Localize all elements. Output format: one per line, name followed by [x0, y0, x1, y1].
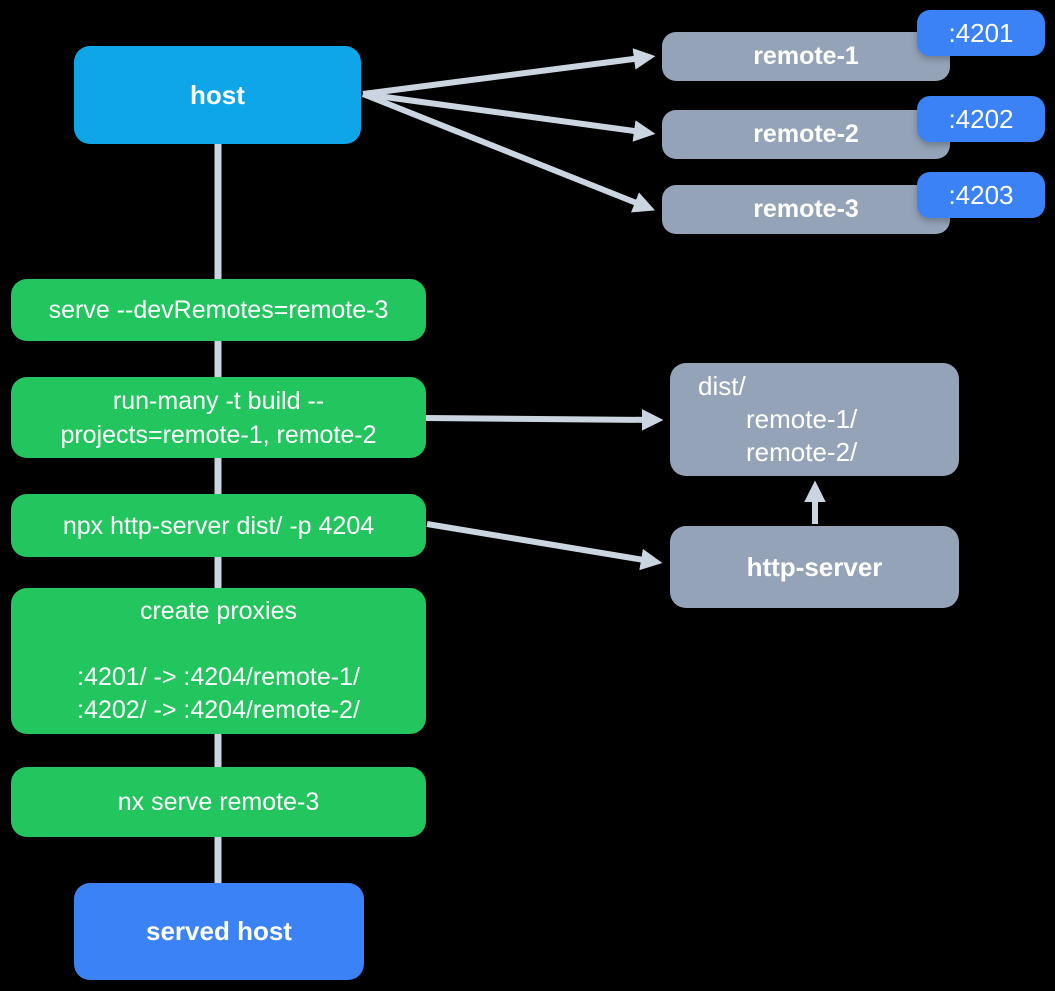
- dist-folder-node: dist/ remote-1/ remote-2/: [670, 363, 959, 476]
- command-line: projects=remote-1, remote-2: [60, 420, 377, 449]
- arrow-host-to-remote-3: [361, 91, 656, 213]
- step-npx-http-server-node: npx http-server dist/ -p 4204: [11, 494, 426, 557]
- remote-3-label: remote-3: [753, 195, 859, 223]
- command-line: npx http-server dist/ -p 4204: [62, 511, 375, 540]
- host-node: host: [74, 46, 361, 144]
- remote-2-node: remote-2: [662, 110, 950, 159]
- command-line: nx serve remote-3: [117, 788, 320, 816]
- remote-1-node: remote-1: [662, 32, 950, 81]
- served-host-node: served host: [74, 883, 364, 980]
- http-server-label: http-server: [746, 551, 883, 582]
- step-serve-dev-remotes-node: serve --devRemotes=remote-3: [11, 279, 426, 341]
- dist-line: dist/: [698, 371, 746, 401]
- arrow-npx-to-http-server: [426, 521, 663, 571]
- remote-2-label: remote-2: [753, 120, 859, 148]
- arrow-host-to-remote-1: [362, 48, 656, 97]
- host-label: host: [190, 79, 245, 110]
- command-line: :4202/ -> :4204/remote-2/: [77, 696, 360, 724]
- port-badge-4203: :4203: [917, 172, 1045, 218]
- command-line: :4201/ -> :4204/remote-1/: [77, 663, 360, 691]
- command-line: run-many -t build --: [112, 386, 325, 415]
- port-4202-label: :4202: [948, 103, 1014, 134]
- remote-1-label: remote-1: [753, 42, 859, 70]
- arrow-run-many-to-dist: [425, 409, 664, 431]
- remote-3-node: remote-3: [662, 185, 950, 234]
- command-line: serve --devRemotes=remote-3: [48, 296, 389, 324]
- arrow-host-to-remote-2: [362, 91, 656, 142]
- dist-line: remote-1/: [746, 404, 858, 434]
- step-nx-serve-remote-3-node: nx serve remote-3: [11, 767, 426, 837]
- port-4201-label: :4201: [948, 17, 1014, 48]
- port-4203-label: :4203: [948, 179, 1014, 210]
- served-host-label: served host: [146, 916, 292, 946]
- port-badge-4202: :4202: [917, 96, 1045, 142]
- dist-line: remote-2/: [746, 437, 858, 467]
- step-run-many-build-node: run-many -t build -- projects=remote-1, …: [11, 377, 426, 458]
- command-line: create proxies: [139, 597, 298, 625]
- http-server-node: http-server: [670, 526, 959, 608]
- port-badge-4201: :4201: [917, 10, 1045, 56]
- step-create-proxies-node: create proxies :4201/ -> :4204/remote-1/…: [11, 588, 426, 734]
